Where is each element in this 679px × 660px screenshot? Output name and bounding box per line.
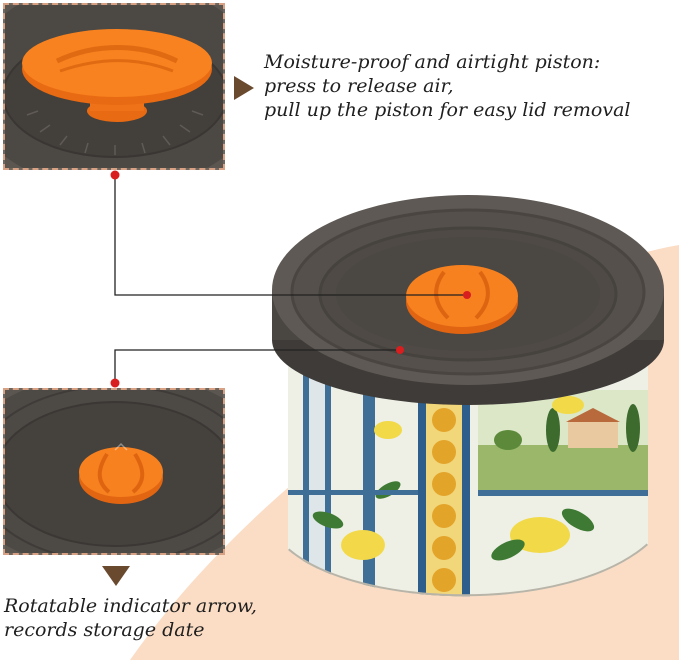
triangle-down-icon: [102, 566, 130, 586]
indicator-caption: Rotatable indicator arrow, records stora…: [4, 594, 257, 642]
indicator-closeup-image: [5, 390, 223, 553]
piston-caption-line-2: press to release air,: [264, 75, 454, 97]
indicator-caption-line-1: Rotatable indicator arrow,: [4, 595, 257, 617]
triangle-right-icon: [234, 76, 254, 100]
piston-closeup-image: [5, 5, 223, 168]
piston-caption: Moisture-proof and airtight piston: pres…: [264, 50, 631, 122]
indicator-caption-line-2: records storage date: [4, 619, 205, 641]
canister-image: [272, 195, 664, 597]
canister-piston: [406, 265, 518, 334]
piston-closeup-inset: [3, 3, 225, 170]
indicator-closeup-inset: [3, 388, 225, 555]
piston-caption-line-1: Moisture-proof and airtight piston:: [264, 51, 601, 73]
piston-caption-line-3: pull up the piston for easy lid removal: [264, 99, 631, 121]
